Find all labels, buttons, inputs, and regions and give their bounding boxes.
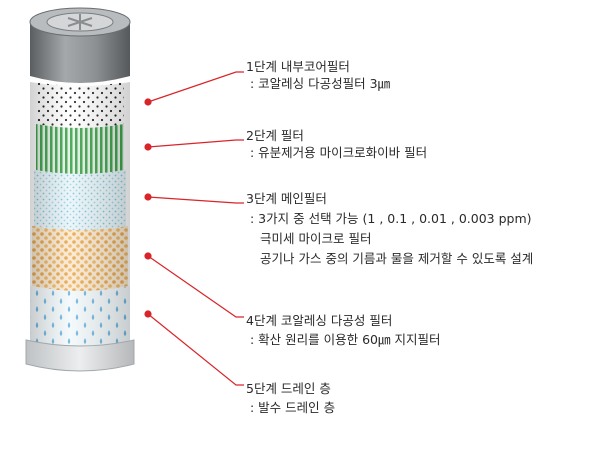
stage-3-desc: : 3가지 중 선택 가능 (1 , 0.1 , 0.01 , 0.003 pp… (250, 211, 532, 226)
stage-4-desc: : 확산 원리를 이용한 60㎛ 지지필터 (250, 332, 441, 347)
bottom-cap (25, 339, 135, 372)
stage-2-label: 2단계 필터 : 유분제거용 마이크로화이바 필터 (246, 127, 427, 161)
leader-line-1 (147, 71, 244, 103)
leader-line-3 (147, 196, 244, 204)
leader-marker-1 (144, 98, 152, 106)
stage-3-label: 3단계 메인필터 : 3가지 중 선택 가능 (1 , 0.1 , 0.01 ,… (246, 190, 533, 267)
leader-lines (147, 71, 244, 386)
leader-line-5 (147, 313, 244, 386)
cap-vent-icon (67, 14, 93, 30)
stage-1-title: 1단계 내부코어필터 (246, 59, 350, 74)
stage-4-label: 4단계 코알레싱 다공성 필터 : 확산 원리를 이용한 60㎛ 지지필터 (246, 312, 441, 348)
stage-2-title: 2단계 필터 (246, 128, 304, 143)
leader-line-2 (147, 139, 244, 148)
leader-line-4 (147, 255, 244, 318)
stage-2-desc: : 유분제거용 마이크로화이바 필터 (250, 145, 428, 160)
stage-5-title: 5단계 드레인 층 (246, 381, 331, 396)
top-cap (29, 7, 131, 83)
stage-4-title: 4단계 코알레싱 다공성 필터 (246, 313, 393, 328)
stage-5-label: 5단계 드레인 층 : 발수 드레인 층 (246, 380, 335, 416)
leader-marker-3 (144, 193, 152, 201)
leader-marker-5 (144, 310, 152, 318)
leader-markers (144, 98, 152, 318)
stage-1-desc: : 코알레싱 다공성필터 3㎛ (250, 76, 391, 91)
leader-marker-4 (144, 252, 152, 260)
stage-5-desc: : 발수 드레인 층 (250, 400, 336, 415)
leader-marker-2 (144, 143, 152, 151)
stage-3-desc-2: 극미세 마이크로 필터 (260, 231, 372, 246)
stage-1-label: 1단계 내부코어필터 : 코알레싱 다공성필터 3㎛ (246, 58, 390, 92)
stage-3-title: 3단계 메인필터 (246, 191, 327, 206)
stage-3-desc-3: 공기나 가스 중의 기름과 물을 제거할 수 있도록 설계 (260, 251, 534, 266)
